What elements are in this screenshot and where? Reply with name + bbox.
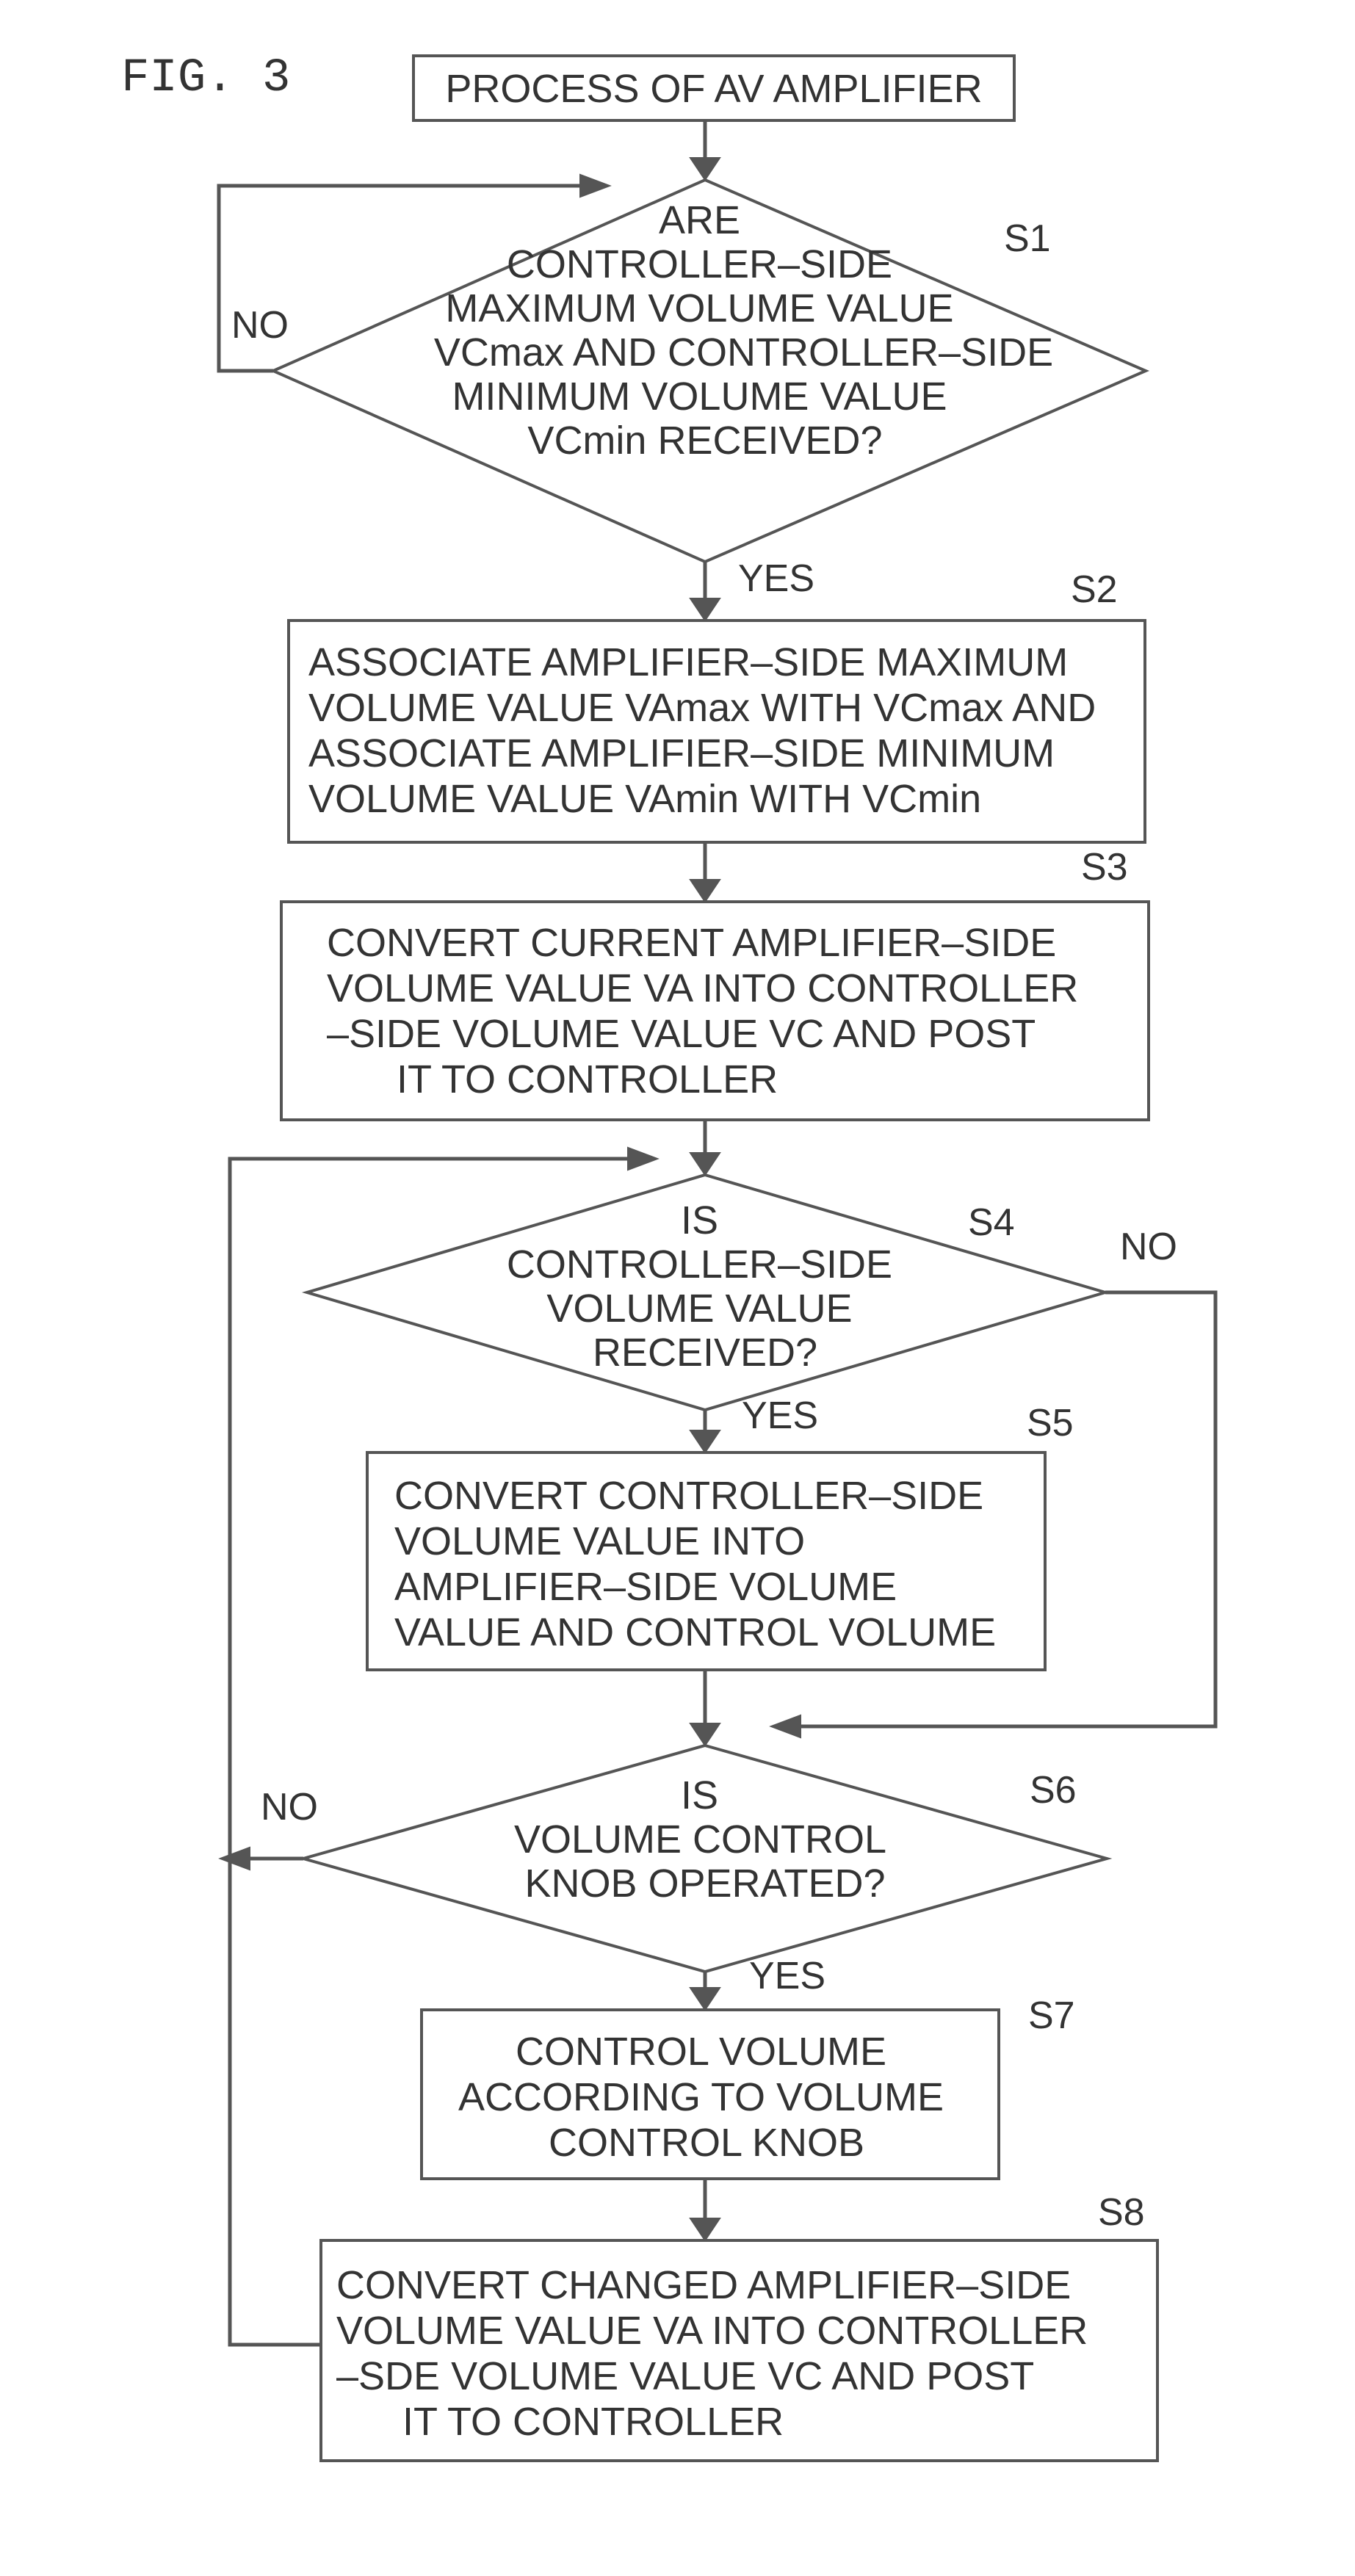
- arrowhead-s1-no-return: [579, 173, 612, 198]
- connector-s8-loop-back: [228, 1157, 639, 2347]
- start-text: PROCESS OF AV AMPLIFIER: [445, 67, 982, 111]
- edge-label-s4-no: NO: [1120, 1226, 1177, 1268]
- process-s2: [287, 619, 1146, 844]
- connector-s1-no-loop: [217, 184, 591, 373]
- s7-text: CONTROL VOLUME ACCORDING TO VOLUME CONTR…: [458, 2030, 955, 2165]
- process-s8: [319, 2239, 1159, 2462]
- s1-text: ARE CONTROLLER–SIDE MAXIMUM VOLUME VALUE…: [434, 198, 1064, 463]
- edge-label-s1-yes: YES: [738, 557, 814, 600]
- s2-text: ASSOCIATE AMPLIFIER–SIDE MAXIMUM VOLUME …: [308, 640, 1107, 821]
- step-label-s7: S7: [1028, 1994, 1075, 2037]
- arrowhead-s4-no-merge: [769, 1714, 801, 1739]
- arrowhead-into-s3: [689, 879, 721, 903]
- process-s7: [420, 2008, 1000, 2180]
- step-label-s8: S8: [1098, 2191, 1145, 2234]
- edge-label-s4-yes: YES: [742, 1394, 818, 1437]
- step-label-s6: S6: [1030, 1769, 1077, 1812]
- s8-text: CONVERT CHANGED AMPLIFIER–SIDE VOLUME VA…: [336, 2263, 1099, 2444]
- step-label-s2: S2: [1071, 568, 1118, 611]
- arrowhead-into-s8: [689, 2218, 721, 2242]
- s3-text: CONVERT CURRENT AMPLIFIER–SIDE VOLUME VA…: [327, 921, 1089, 1101]
- connector-s4-no-bypass: [789, 1290, 1218, 1729]
- s4-text: IS CONTROLLER–SIDE VOLUME VALUE RECEIVED…: [507, 1198, 903, 1375]
- step-label-s1: S1: [1004, 217, 1051, 260]
- start-box: [412, 54, 1016, 122]
- arrowhead-into-s4: [689, 1152, 721, 1176]
- arrowhead-into-s2: [689, 598, 721, 622]
- edge-label-s1-no: NO: [231, 304, 289, 347]
- arrowhead-into-s6: [689, 1723, 721, 1747]
- arrowhead-into-s5: [689, 1430, 721, 1454]
- step-label-s4: S4: [968, 1201, 1015, 1244]
- arrowhead-s6-no: [218, 1846, 250, 1871]
- edge-label-s6-yes: YES: [749, 1955, 825, 1997]
- step-label-s3: S3: [1081, 846, 1128, 889]
- s6-text: IS VOLUME CONTROL KNOB OPERATED?: [514, 1773, 896, 1906]
- s5-text: CONVERT CONTROLLER–SIDE VOLUME VALUE INT…: [394, 1474, 996, 1654]
- arrowhead-loop-return: [627, 1146, 660, 1171]
- edge-label-s6-no: NO: [261, 1786, 318, 1828]
- step-label-s5: S5: [1027, 1402, 1074, 1444]
- arrowhead-into-s7: [689, 1987, 721, 2011]
- arrowhead-into-s1: [689, 157, 721, 181]
- process-s5: [366, 1451, 1047, 1671]
- process-s3: [280, 900, 1150, 1121]
- figure-label: FIG. 3: [121, 52, 290, 105]
